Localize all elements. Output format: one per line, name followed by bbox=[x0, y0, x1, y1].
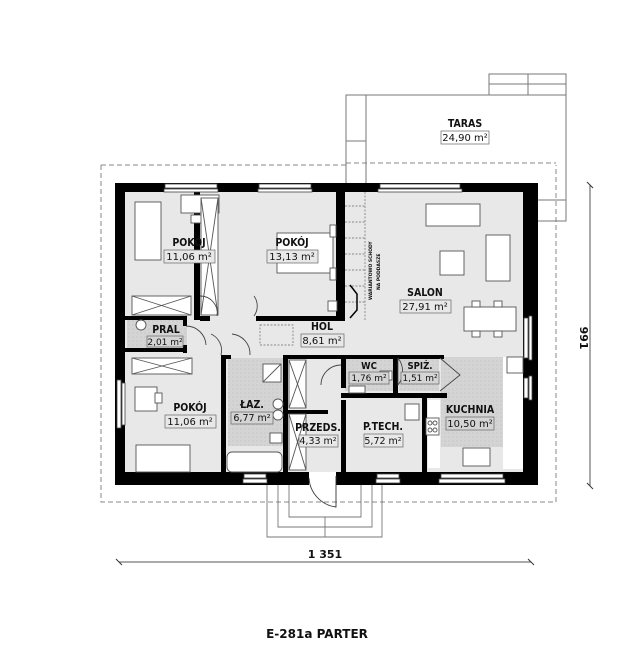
svg-text:8,61 m²: 8,61 m² bbox=[302, 336, 341, 347]
svg-text:27,91 m²: 27,91 m² bbox=[402, 302, 448, 313]
room-label-przeds: PRZEDS. 4,33 m² bbox=[295, 422, 341, 448]
svg-text:11,06 m²: 11,06 m² bbox=[166, 252, 212, 263]
room-label-pral: PRAL 2,01 m² bbox=[146, 324, 184, 348]
room-label-taras: TARAS 24,90 m² bbox=[440, 118, 490, 145]
windows bbox=[116, 183, 533, 484]
svg-text:PRAL: PRAL bbox=[152, 324, 180, 336]
stair-note-line1: WARIANTOWO SCHODY bbox=[368, 241, 374, 300]
roof-outline bbox=[100, 162, 557, 503]
room-labels: POKÓJ 11,06 m² POKÓJ 13,13 m² SALON 27,9… bbox=[146, 118, 495, 448]
svg-text:6,77 m²: 6,77 m² bbox=[233, 413, 270, 424]
dimension-width: 1 351 bbox=[115, 548, 535, 566]
svg-text:KUCHNIA: KUCHNIA bbox=[446, 404, 495, 416]
svg-text:1,51 m²: 1,51 m² bbox=[402, 374, 438, 384]
room-label-laz: ŁAZ. 6,77 m² bbox=[230, 399, 274, 425]
svg-text:HOL: HOL bbox=[311, 321, 333, 333]
svg-text:10,50 m²: 10,50 m² bbox=[447, 419, 493, 430]
room-label-pokoj-1: POKÓJ 11,06 m² bbox=[163, 236, 216, 264]
furniture bbox=[131, 192, 524, 473]
svg-text:11,06 m²: 11,06 m² bbox=[167, 417, 213, 428]
room-label-pokoj-2: POKÓJ 13,13 m² bbox=[266, 236, 319, 264]
svg-text:WC: WC bbox=[361, 361, 377, 372]
stair-note-line2: NA PODDASZE bbox=[376, 254, 382, 290]
svg-text:13,13 m²: 13,13 m² bbox=[269, 252, 315, 263]
entrance-canopy bbox=[266, 472, 383, 538]
dimension-depth: 991 bbox=[577, 181, 594, 490]
room-label-salon: SALON 27,91 m² bbox=[399, 287, 452, 314]
svg-text:POKÓJ: POKÓJ bbox=[173, 401, 206, 414]
svg-text:5,72 m²: 5,72 m² bbox=[364, 436, 401, 447]
svg-text:4,33 m²: 4,33 m² bbox=[299, 436, 336, 447]
svg-text:TARAS: TARAS bbox=[448, 118, 483, 130]
room-label-spiz: SPIŻ. 1,51 m² bbox=[400, 361, 440, 385]
room-label-wc: WC 1,76 m² bbox=[348, 361, 390, 385]
svg-text:POKÓJ: POKÓJ bbox=[275, 236, 308, 249]
svg-text:PRZEDS.: PRZEDS. bbox=[295, 422, 341, 434]
room-label-ptech: P.TECH. 5,72 m² bbox=[363, 421, 404, 448]
svg-text:POKÓJ: POKÓJ bbox=[172, 236, 205, 249]
svg-text:SPIŻ.: SPIŻ. bbox=[407, 361, 432, 372]
drawing-title: E-281a PARTER bbox=[266, 627, 368, 641]
svg-text:SALON: SALON bbox=[407, 287, 443, 299]
depth-dimension-label: 991 bbox=[577, 327, 590, 350]
room-label-pokoj-3: POKÓJ 11,06 m² bbox=[164, 401, 217, 429]
stair-note: WARIANTOWO SCHODY NA PODDASZE bbox=[368, 241, 382, 300]
svg-text:1,76 m²: 1,76 m² bbox=[351, 374, 387, 384]
terrace bbox=[345, 73, 567, 222]
walls bbox=[115, 183, 538, 485]
width-dimension-label: 1 351 bbox=[308, 548, 342, 561]
svg-text:24,90 m²: 24,90 m² bbox=[442, 133, 488, 144]
room-label-hol: HOL 8,61 m² bbox=[300, 321, 345, 348]
room-label-kuchnia: KUCHNIA 10,50 m² bbox=[445, 404, 495, 431]
svg-text:ŁAZ.: ŁAZ. bbox=[239, 399, 264, 411]
svg-text:P.TECH.: P.TECH. bbox=[363, 421, 403, 433]
svg-text:2,01 m²: 2,01 m² bbox=[147, 338, 183, 348]
